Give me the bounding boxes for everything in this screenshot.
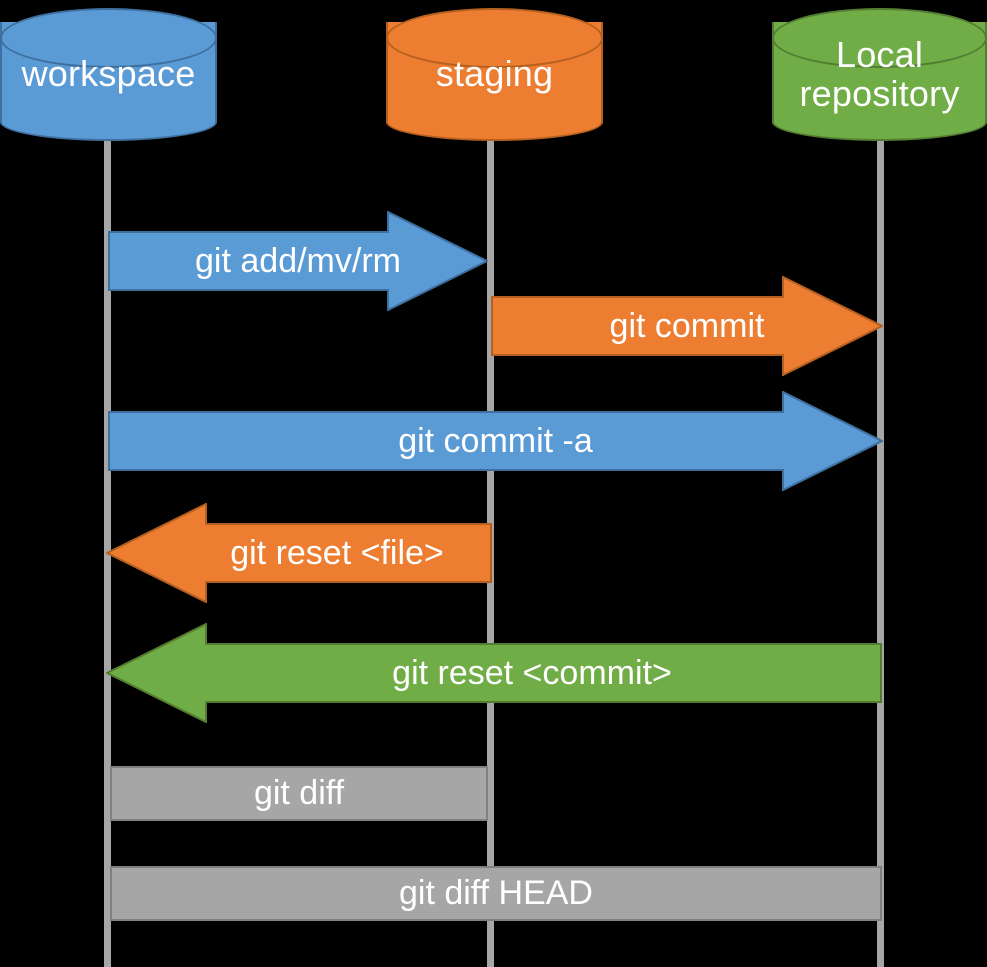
workspace-cylinder-top [0, 8, 217, 68]
repository-cylinder-top [772, 8, 987, 68]
flow-git-commit[interactable]: git commit [491, 276, 883, 376]
node-repository-label: Local repository [799, 33, 960, 114]
flow-git-add[interactable]: git add/mv/rm [108, 211, 488, 311]
lifeline-repository [877, 132, 884, 967]
node-repository[interactable]: Local repository [772, 8, 987, 141]
comparison-git-diff-head[interactable]: git diff HEAD [110, 866, 882, 921]
flow-git-reset-file[interactable]: git reset <file> [106, 503, 492, 603]
node-staging-label: staging [435, 53, 554, 95]
lifeline-workspace [104, 132, 111, 967]
node-workspace[interactable]: workspace [0, 8, 217, 141]
comparison-git-diff-label: git diff [253, 774, 345, 812]
flow-git-reset-commit[interactable]: git reset <commit> [106, 623, 882, 723]
node-staging[interactable]: staging [386, 8, 603, 141]
flow-git-commit-a[interactable]: git commit -a [108, 391, 883, 491]
staging-cylinder-top [386, 8, 603, 68]
comparison-git-diff-head-label: git diff HEAD [398, 874, 593, 912]
comparison-git-diff[interactable]: git diff [110, 766, 488, 821]
node-workspace-label: workspace [21, 53, 196, 95]
